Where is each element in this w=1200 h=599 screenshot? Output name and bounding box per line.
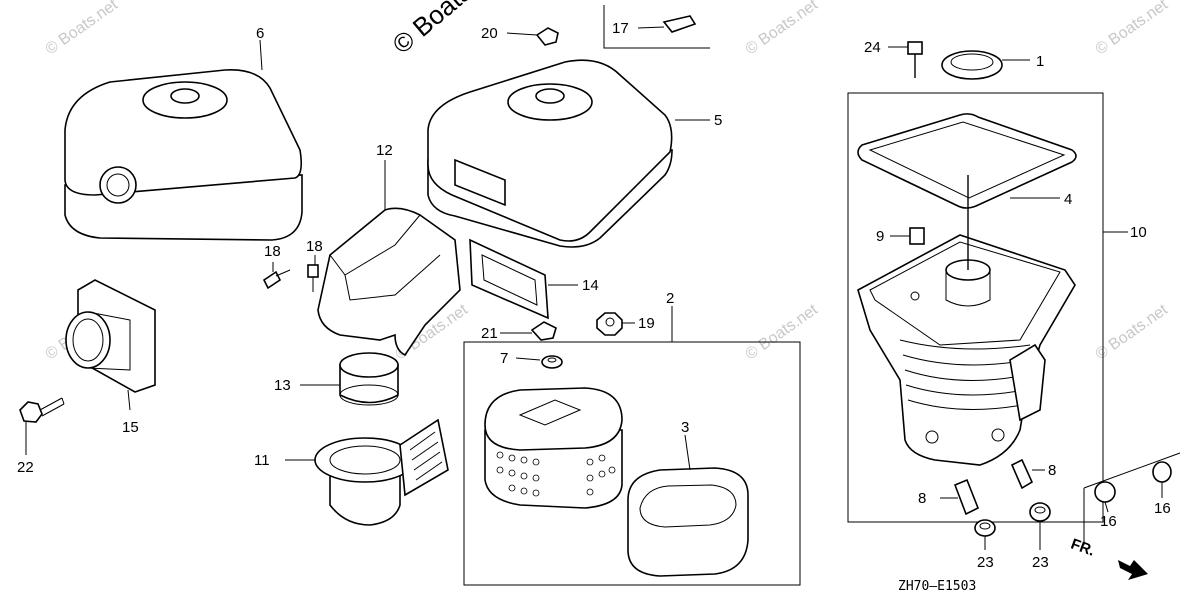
label-part-14: 14 (582, 277, 599, 294)
label-part-7: 7 (500, 350, 508, 367)
label-part-20: 20 (481, 25, 498, 42)
label-part-2: 2 (666, 290, 674, 307)
front-arrow-icon: FR. (1069, 535, 1148, 580)
label-part-19: 19 (638, 315, 655, 332)
label-part-18b: 18 (306, 238, 323, 255)
part-elbow-12[interactable] (317, 160, 461, 357)
part-foam-3[interactable] (627, 434, 749, 577)
part-wing-nut-21[interactable] (500, 321, 557, 341)
label-part-3: 3 (681, 419, 689, 436)
label-part-15: 15 (122, 419, 139, 436)
label-part-23b: 23 (1032, 554, 1049, 571)
label-part-9: 9 (876, 228, 884, 245)
label-part-21: 21 (481, 325, 498, 342)
label-part-8b: 8 (918, 490, 926, 507)
label-part-17: 17 (612, 20, 629, 37)
part-bolt-18a[interactable] (262, 262, 291, 290)
part-grommet-23a[interactable] (974, 519, 996, 550)
watermark: © Boats.net (743, 0, 822, 58)
part-bolt-22[interactable] (19, 397, 65, 455)
label-part-18a: 18 (264, 243, 281, 260)
label-part-5: 5 (714, 112, 722, 129)
part-cover-6[interactable] (64, 39, 303, 241)
diagram-code: ZH70–E1503 (898, 579, 976, 594)
watermark: © Boats.net (1093, 0, 1172, 58)
part-nut-19[interactable] (596, 312, 635, 336)
part-nut-7[interactable] (515, 355, 563, 369)
label-part-4: 4 (1064, 191, 1072, 208)
part-case-10[interactable] (857, 175, 1128, 466)
part-cap-16b[interactable] (1152, 461, 1172, 498)
part-screen-13[interactable] (300, 352, 399, 406)
bracket-17 (603, 5, 710, 49)
part-wing-nut-20[interactable] (506, 27, 559, 46)
label-part-1: 1 (1036, 53, 1044, 70)
part-tube-8b[interactable] (940, 478, 980, 516)
label-part-16a: 16 (1100, 513, 1117, 530)
part-labels: 1 2 3 4 5 6 7 8 8 9 10 11 12 13 14 15 16… (17, 20, 1171, 571)
direction-label: FR. (1069, 535, 1098, 559)
part-cap-16a[interactable] (1094, 481, 1116, 513)
label-part-24: 24 (864, 39, 881, 56)
watermark: © Boats.net (43, 0, 122, 58)
part-clip-17[interactable] (637, 15, 697, 33)
label-part-12: 12 (376, 142, 393, 159)
part-element-2[interactable] (484, 387, 623, 509)
label-part-13: 13 (274, 377, 291, 394)
part-gasket-14[interactable] (469, 238, 578, 320)
part-bolt-24[interactable] (888, 41, 923, 78)
part-9[interactable] (890, 227, 925, 245)
part-grommet-23b[interactable] (1029, 502, 1051, 550)
box-16-divider (1083, 452, 1181, 489)
watermark: © Boats.net (1093, 301, 1172, 363)
label-part-11: 11 (254, 452, 270, 469)
watermark: © Boats.net (743, 301, 822, 363)
part-bolt-18b[interactable] (307, 255, 319, 292)
part-seal-1[interactable] (941, 50, 1030, 80)
part-gasket-4[interactable] (857, 113, 1077, 209)
label-part-22: 22 (17, 459, 34, 476)
box-element-kit (463, 341, 801, 586)
label-part-16b: 16 (1154, 500, 1171, 517)
part-tube-8a[interactable] (1010, 458, 1045, 490)
box-case-assembly (847, 92, 1104, 523)
group-boxes (463, 5, 1181, 586)
part-cover-5[interactable] (427, 59, 710, 248)
part-pipe-15[interactable] (65, 279, 156, 411)
label-part-23a: 23 (977, 554, 994, 571)
label-part-6: 6 (256, 25, 264, 42)
label-part-10: 10 (1130, 224, 1147, 241)
label-part-8a: 8 (1048, 462, 1056, 479)
part-bowl-11[interactable] (285, 418, 449, 526)
